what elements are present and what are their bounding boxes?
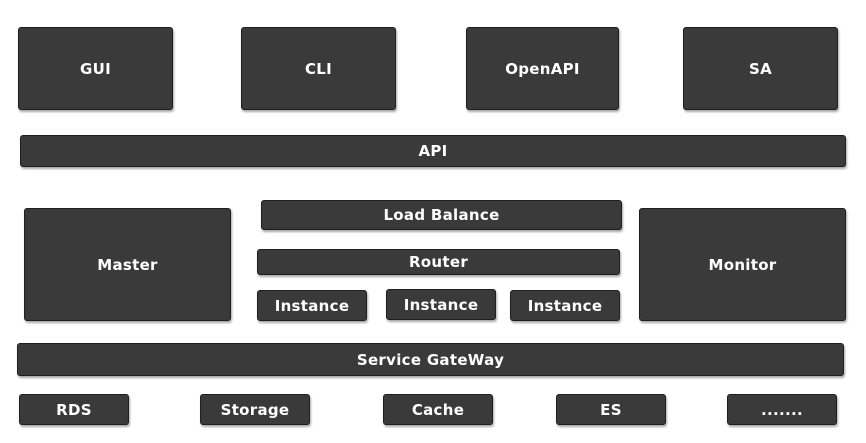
- master-box: Master: [24, 208, 231, 321]
- instance-label: Instance: [403, 295, 479, 314]
- sa-label: SA: [748, 59, 772, 78]
- router-label: Router: [408, 253, 469, 271]
- instance-label: Instance: [274, 296, 350, 315]
- cache-label: Cache: [411, 400, 465, 419]
- load-balance-box: Load Balance: [261, 200, 622, 230]
- storage-box: Storage: [200, 394, 310, 425]
- instance-box: Instance: [386, 289, 496, 320]
- router-box: Router: [257, 249, 620, 275]
- openapi-box: OpenAPI: [466, 27, 619, 110]
- sa-box: SA: [683, 27, 838, 110]
- instance-box: Instance: [510, 290, 620, 321]
- more-label: .......: [761, 400, 803, 419]
- rds-label: RDS: [56, 400, 92, 419]
- es-label: ES: [600, 400, 622, 419]
- cli-label: CLI: [304, 59, 333, 78]
- instance-label: Instance: [527, 296, 603, 315]
- api-label: API: [418, 142, 448, 160]
- service-gateway-label: Service GateWay: [356, 350, 505, 369]
- storage-label: Storage: [220, 400, 290, 419]
- cache-box: Cache: [383, 394, 493, 425]
- cli-box: CLI: [241, 27, 396, 110]
- load-balance-label: Load Balance: [383, 206, 500, 224]
- es-box: ES: [556, 394, 666, 425]
- api-bar: API: [20, 135, 846, 167]
- gui-label: GUI: [80, 59, 111, 78]
- openapi-label: OpenAPI: [505, 59, 580, 78]
- service-gateway-bar: Service GateWay: [17, 343, 844, 376]
- master-label: Master: [97, 255, 158, 274]
- rds-box: RDS: [19, 394, 129, 425]
- instance-box: Instance: [257, 290, 367, 321]
- more-box: .......: [727, 394, 837, 425]
- monitor-label: Monitor: [708, 255, 777, 274]
- monitor-box: Monitor: [639, 208, 846, 321]
- gui-box: GUI: [18, 27, 173, 110]
